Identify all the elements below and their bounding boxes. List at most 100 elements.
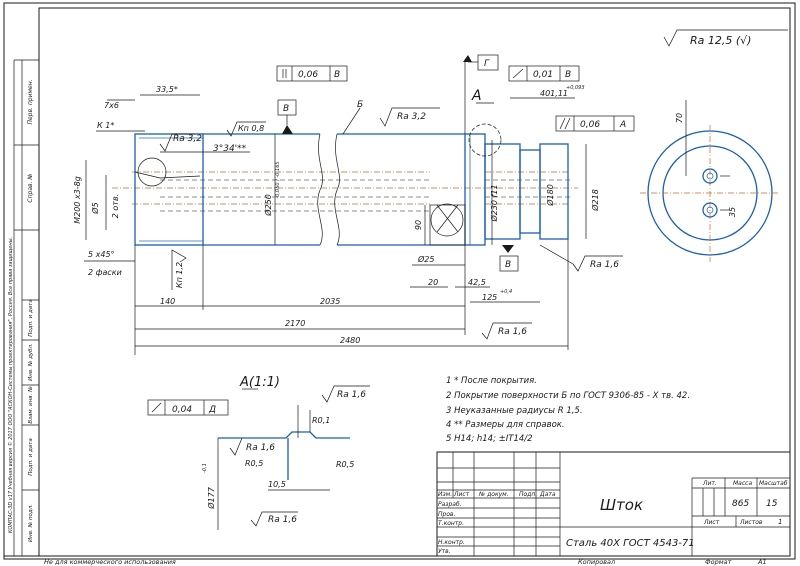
svg-text:20: 20: [428, 278, 438, 287]
part-name: Шток: [600, 496, 643, 514]
svg-text:R0,5: R0,5: [336, 460, 354, 469]
svg-text:А(1:1): А(1:1): [239, 375, 280, 390]
svg-text:Лит.: Лит.: [702, 480, 717, 487]
svg-text:Ø25: Ø25: [417, 254, 434, 264]
technical-notes: 1 * После покрытия. 2 Покрытие поверхнос…: [446, 376, 690, 444]
svg-text:Ø5: Ø5: [90, 202, 100, 214]
svg-text:R0,5: R0,5: [245, 459, 263, 468]
svg-text:Ø180: Ø180: [545, 184, 555, 207]
svg-text:В: В: [565, 70, 571, 80]
svg-text:140: 140: [160, 297, 175, 306]
svg-text:Ø218: Ø218: [590, 189, 600, 212]
margin-inv-podl: Инв. № подл.: [28, 504, 34, 542]
end-view: 70 35: [640, 100, 780, 262]
svg-text:865: 865: [732, 499, 749, 509]
material: Сталь 40Х ГОСТ 4543-71: [566, 538, 695, 549]
svg-text:Ra 3,2: Ra 3,2: [173, 134, 202, 144]
margin-podp-data-1: Подп. и дата: [28, 299, 34, 337]
svg-text:Ra 1,6: Ra 1,6: [498, 327, 527, 337]
svg-text:2 отв.: 2 отв.: [111, 194, 120, 218]
svg-text:№ докум.: № докум.: [478, 491, 509, 498]
svg-text:5 х45°: 5 х45°: [88, 250, 115, 259]
svg-text:Ø177: Ø177: [206, 486, 216, 509]
svg-text:33,5*: 33,5*: [156, 85, 178, 94]
svg-text:Лист: Лист: [453, 491, 470, 498]
svg-text:Ra 12,5 (√): Ra 12,5 (√): [690, 34, 751, 47]
svg-text:0,01: 0,01: [533, 70, 553, 80]
svg-text:Листов: Листов: [739, 519, 763, 526]
title-block: Изм. Лист № докум. Подп. Дата Разраб. Пр…: [436, 451, 791, 557]
license-note: КОМПАС-3D v17 Учебная версия © 2017 ООО …: [7, 237, 14, 533]
svg-text:1: 1: [778, 518, 782, 526]
svg-text:2480: 2480: [340, 336, 360, 345]
svg-text:Ra 3,2: Ra 3,2: [397, 112, 426, 122]
svg-text:-0,1: -0,1: [202, 463, 208, 473]
svg-text:0,06: 0,06: [298, 70, 318, 80]
svg-text:2035: 2035: [320, 297, 340, 306]
svg-text:+0,4: +0,4: [500, 289, 512, 295]
margin-inv-dubl: Инв. № дубл.: [28, 343, 34, 381]
svg-text:Пров.: Пров.: [438, 511, 456, 518]
inner-frame: [38, 7, 791, 557]
svg-text:А: А: [471, 88, 482, 104]
svg-text:Ra 1,6: Ra 1,6: [337, 390, 366, 400]
svg-text:Ra 1,6: Ra 1,6: [268, 515, 297, 525]
footer-note: Не для коммерческого использования: [44, 558, 176, 566]
svg-text:R0,1: R0,1: [312, 416, 330, 425]
svg-text:Б: Б: [357, 100, 363, 110]
margin-vzam-inv: Взам. инв. №: [28, 386, 34, 424]
note-2: 2 Покрытие поверхности Б по ГОСТ 9306-85…: [446, 391, 690, 401]
svg-text:2 фаски: 2 фаски: [88, 268, 122, 277]
dimensions: 0,06 В Г 0,01 В А 401,11 +0,093 0,06 А В: [73, 54, 635, 355]
detail-a: А(1:1) 0,04 Д Ra 1,6 Ra 1,6 Ra 1,6 R0,1 …: [147, 375, 370, 530]
svg-text:Лист: Лист: [703, 519, 720, 526]
note-5: 5 Н14; h14; ±IT14/2: [446, 434, 533, 444]
svg-text:Ra 1,6: Ra 1,6: [590, 260, 619, 270]
general-roughness: Ra 12,5 (√): [663, 29, 788, 47]
svg-text:Ø250: Ø250: [263, 194, 273, 217]
svg-text:401,11: 401,11: [540, 89, 568, 98]
svg-text:Ra 1,6: Ra 1,6: [246, 443, 275, 453]
svg-text:0,06: 0,06: [580, 120, 600, 130]
svg-text:90: 90: [414, 220, 423, 230]
svg-text:0,04: 0,04: [172, 405, 192, 415]
svg-text:35: 35: [728, 207, 737, 217]
outer-frame: [3, 2, 796, 560]
svg-text:М200 х3-8g: М200 х3-8g: [73, 176, 82, 224]
margin-perv-primen: Перв. примен.: [27, 79, 34, 124]
svg-text:Изм.: Изм.: [438, 491, 452, 498]
svg-text:В: В: [334, 70, 340, 80]
svg-text:Н.контр.: Н.контр.: [438, 539, 465, 546]
svg-text:Утв.: Утв.: [438, 548, 451, 555]
format-value: A1: [757, 558, 767, 566]
svg-text:Ø230 f11: Ø230 f11: [489, 184, 499, 222]
svg-text:7х6: 7х6: [104, 101, 119, 110]
note-1: 1 * После покрытия.: [446, 376, 537, 386]
shaft-view: [112, 123, 578, 246]
svg-text:+0,093: +0,093: [566, 85, 585, 91]
svg-text:42,5: 42,5: [468, 278, 486, 287]
svg-text:Д: Д: [208, 405, 216, 415]
svg-text:В: В: [505, 260, 511, 270]
svg-text:Г: Г: [484, 59, 490, 69]
svg-text:Дата: Дата: [539, 491, 556, 498]
copied-label: Копировал: [578, 558, 615, 566]
svg-text:70: 70: [675, 113, 684, 123]
svg-text:-0,050 / -0,165: -0,050 / -0,165: [275, 161, 281, 198]
left-margin: Перв. примен. Справ. № Подп. и дата Инв.…: [7, 59, 39, 556]
svg-text:Масштаб: Масштаб: [759, 480, 788, 487]
svg-text:Разраб.: Разраб.: [438, 501, 462, 508]
margin-podp-data-2: Подп. и дата: [28, 438, 34, 476]
svg-text:А: А: [619, 120, 626, 130]
svg-text:Кп 1,2: Кп 1,2: [175, 262, 184, 288]
svg-text:Подп.: Подп.: [519, 491, 537, 498]
svg-text:Т.контр.: Т.контр.: [438, 520, 464, 527]
note-4: 4 ** Размеры для справок.: [446, 420, 565, 430]
svg-text:2170: 2170: [285, 319, 305, 328]
svg-text:В: В: [283, 104, 289, 114]
margin-sprav: Справ. №: [27, 173, 34, 202]
svg-text:125: 125: [482, 293, 497, 302]
svg-text:3°34'**: 3°34'**: [213, 144, 247, 154]
svg-text:15: 15: [766, 499, 778, 509]
